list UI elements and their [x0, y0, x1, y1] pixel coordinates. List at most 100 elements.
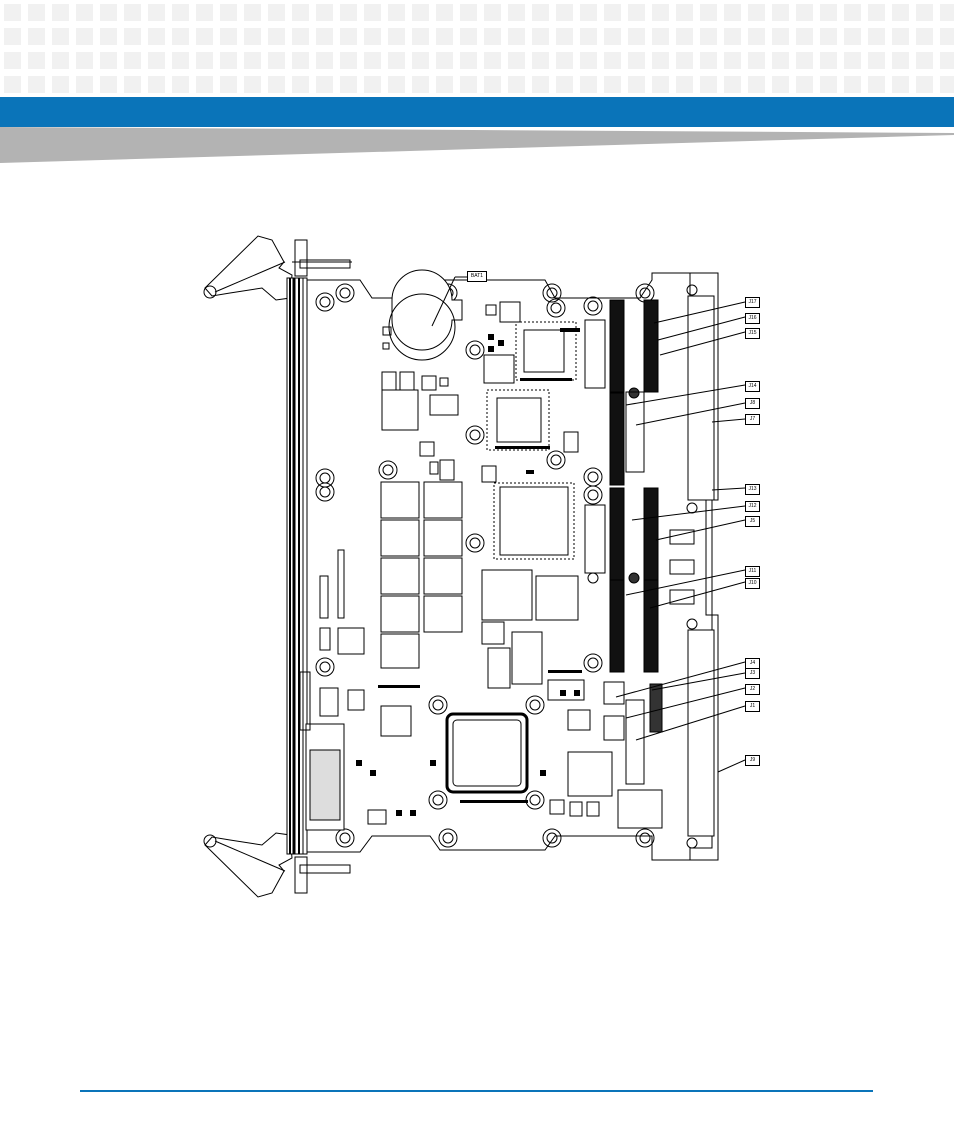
leader-lines — [431, 276, 746, 773]
header-pattern-square — [796, 4, 813, 21]
header-pattern-square — [412, 4, 429, 21]
header-pattern-square — [364, 76, 381, 93]
callout-j12: J12 — [745, 501, 760, 512]
header-pattern-square — [220, 28, 237, 45]
header-pattern-square — [484, 76, 501, 93]
header-pattern-square — [868, 4, 885, 21]
header-pattern-square — [532, 28, 549, 45]
header-pattern-square — [268, 4, 285, 21]
header-pattern-square — [268, 28, 285, 45]
battery-bat1 — [382, 269, 463, 361]
header-pattern-square — [364, 28, 381, 45]
header-pattern-square — [556, 4, 573, 21]
header-pattern-square — [892, 52, 909, 69]
header-pattern-square — [412, 76, 429, 93]
header-pattern-square — [76, 52, 93, 69]
header-pattern-square — [508, 4, 525, 21]
header-pattern-square — [196, 4, 213, 21]
callout-j2: J2 — [745, 684, 760, 695]
header-pattern-square — [508, 76, 525, 93]
header-pattern-square — [436, 52, 453, 69]
header-pattern-square — [532, 52, 549, 69]
header-pattern-square — [100, 52, 117, 69]
callout-j8: J8 — [745, 398, 760, 409]
header-pattern-square — [244, 52, 261, 69]
callout-j3: J3 — [745, 668, 760, 679]
header-pattern-square — [676, 28, 693, 45]
header-pattern-square — [604, 28, 621, 45]
callout-j1: J1 — [745, 701, 760, 712]
header-pattern-square — [796, 76, 813, 93]
header-pattern-square — [292, 76, 309, 93]
header-pattern-square — [4, 28, 21, 45]
header-pattern-square — [628, 28, 645, 45]
header-pattern-square — [724, 76, 741, 93]
header-pattern-square — [652, 28, 669, 45]
header-pattern-square — [172, 4, 189, 21]
header-pattern-square — [4, 52, 21, 69]
header-pattern-square — [700, 76, 717, 93]
header-pattern-square — [100, 28, 117, 45]
header-pattern-square — [220, 4, 237, 21]
callout-j10: J10 — [745, 578, 760, 589]
header-pattern-square — [820, 76, 837, 93]
header-pattern-square — [292, 28, 309, 45]
header-pattern — [0, 0, 954, 97]
header-pattern-square — [412, 52, 429, 69]
header-pattern-square — [892, 28, 909, 45]
header-pattern-square — [244, 28, 261, 45]
header-pattern-square — [172, 52, 189, 69]
pin-headers — [584, 299, 663, 785]
header-pattern-square — [52, 28, 69, 45]
header-pattern-square — [148, 76, 165, 93]
header-pattern-square — [916, 52, 933, 69]
header-pattern-square — [604, 52, 621, 69]
header-pattern-square — [196, 52, 213, 69]
header-pattern-square — [892, 4, 909, 21]
header-pattern-square — [436, 4, 453, 21]
header-pattern-square — [724, 4, 741, 21]
header-pattern-square — [340, 52, 357, 69]
header-pattern-square — [724, 28, 741, 45]
header-pattern-square — [748, 52, 765, 69]
bga-bottom — [445, 712, 529, 794]
header-pattern-square — [652, 76, 669, 93]
callout-j11: J11 — [745, 566, 760, 577]
header-pattern-square — [268, 76, 285, 93]
header-pattern-square — [460, 52, 477, 69]
header-pattern-square — [76, 76, 93, 93]
header-pattern-square — [604, 4, 621, 21]
header-pattern-square — [52, 4, 69, 21]
callout-j16: J16 — [745, 313, 760, 324]
callout-j9: J9 — [745, 755, 760, 766]
header-pattern-square — [508, 28, 525, 45]
header-pattern-square — [532, 76, 549, 93]
bottom-ejector-handle — [203, 832, 351, 898]
header-pattern-square — [100, 4, 117, 21]
cpu-package — [499, 486, 569, 556]
header-pattern-square — [76, 28, 93, 45]
header-pattern-square — [244, 4, 261, 21]
header-pattern-square — [844, 76, 861, 93]
header-pattern-square — [4, 4, 21, 21]
header-pattern-square — [772, 52, 789, 69]
header-pattern-square — [484, 4, 501, 21]
header-pattern-square — [676, 52, 693, 69]
header-pattern-square — [124, 4, 141, 21]
header-pattern-square — [28, 28, 45, 45]
header-pattern-square — [28, 52, 45, 69]
header-pattern-square — [460, 4, 477, 21]
header-pattern-square — [100, 76, 117, 93]
header-pattern-square — [892, 76, 909, 93]
header-pattern-square — [844, 52, 861, 69]
header-pattern-square — [340, 4, 357, 21]
header-pattern-square — [4, 76, 21, 93]
header-pattern-square — [28, 4, 45, 21]
header-pattern-square — [700, 52, 717, 69]
header-pattern-square — [268, 52, 285, 69]
header-pattern-square — [916, 76, 933, 93]
footer-rule — [80, 1090, 873, 1092]
header-pattern-square — [196, 28, 213, 45]
header-pattern-square — [700, 4, 717, 21]
